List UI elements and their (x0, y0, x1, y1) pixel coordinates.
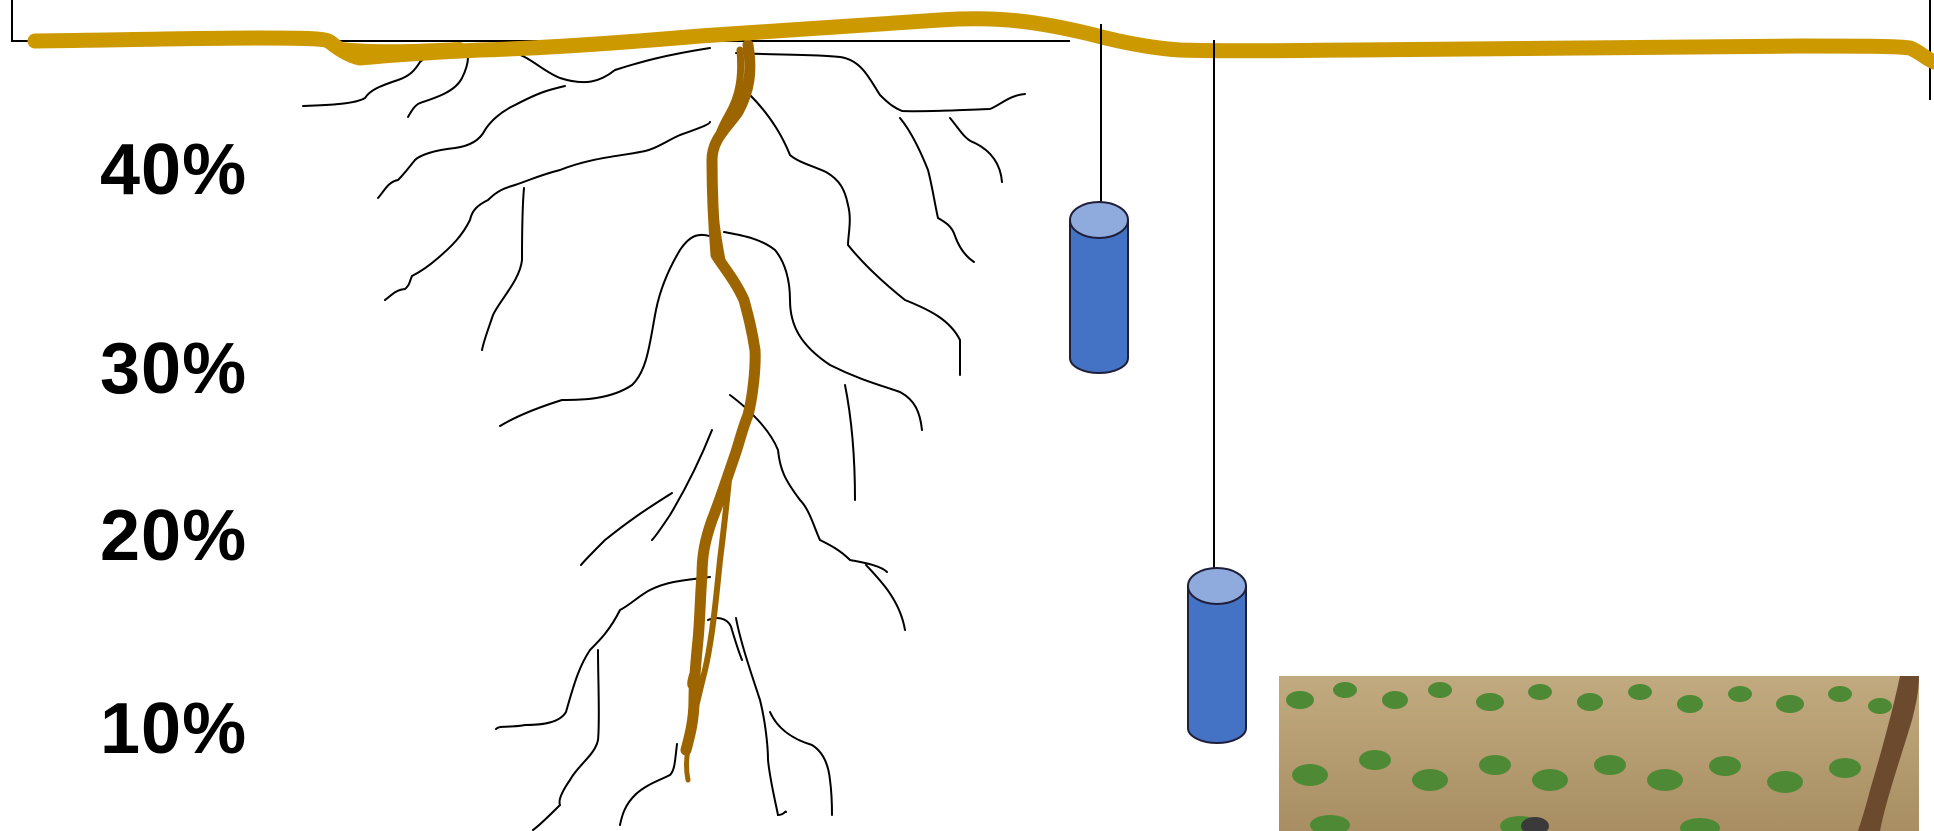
depth-label-40: 40% (100, 134, 247, 206)
depth-label-20: 20% (100, 500, 247, 572)
shallow-sensor (1070, 24, 1128, 373)
lateral-roots (303, 48, 1025, 830)
depth-label-10: 10% (100, 693, 247, 765)
taproot (686, 45, 755, 780)
deep-sensor (1188, 40, 1246, 743)
field-photo (1279, 676, 1919, 831)
depth-label-30: 30% (100, 333, 247, 405)
